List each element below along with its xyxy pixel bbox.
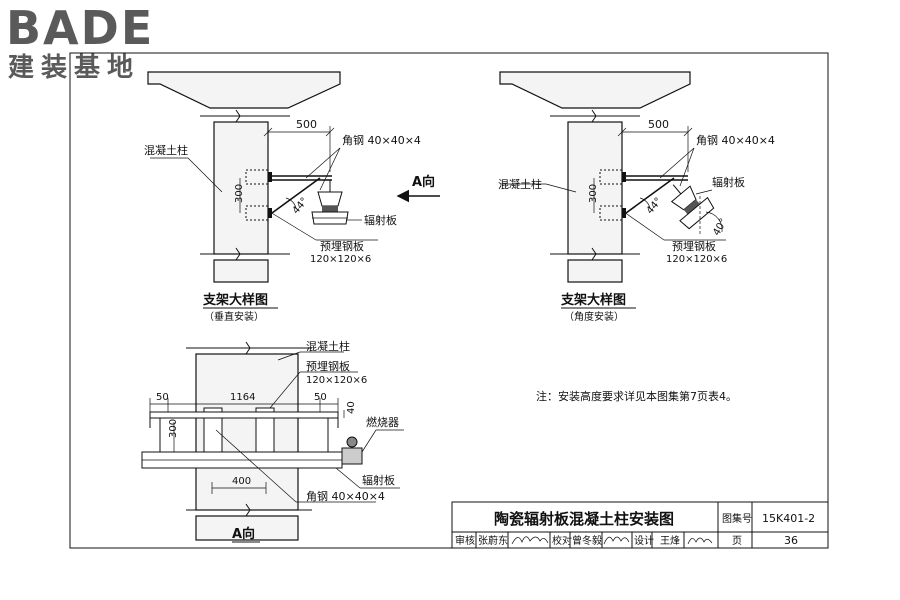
logo-text-en: BADE bbox=[6, 1, 155, 55]
detail-subtitle-1: （垂直安装） bbox=[204, 310, 264, 323]
radiant-heater-angled bbox=[670, 184, 715, 230]
label-radiant-plate-3: 辐射板 bbox=[362, 473, 395, 487]
burner bbox=[341, 429, 404, 465]
angle-44-vertical: 44° bbox=[291, 196, 311, 217]
detail-title-2: 支架大样图 bbox=[560, 292, 626, 308]
atlas-label: 图集号 bbox=[722, 512, 752, 525]
checker-name: 曾冬毅 bbox=[572, 534, 602, 547]
detail-subtitle-2: （角度安装） bbox=[564, 310, 624, 323]
dim-50-right: 50 bbox=[314, 392, 327, 403]
label-concrete-column-3: 混凝土柱 bbox=[306, 339, 350, 353]
embedded-plate-top bbox=[268, 172, 272, 182]
logo-text-cn: 建装基地 bbox=[8, 53, 141, 83]
top-rail bbox=[149, 411, 339, 419]
label-angle-steel-2: 角钢 40×40×4 bbox=[696, 134, 775, 147]
label-concrete-column-2: 混凝土柱 bbox=[498, 177, 542, 191]
detail-title-1: 支架大样图 bbox=[202, 292, 268, 308]
reviewer-name: 张蔚东 bbox=[478, 534, 508, 547]
reviewer-signature bbox=[511, 536, 549, 545]
embedded-plate-bottom bbox=[268, 208, 272, 218]
concrete-column-2 bbox=[567, 121, 623, 255]
label-angle-steel-3: 角钢 40×40×4 bbox=[306, 490, 385, 503]
review-label: 审核 bbox=[455, 534, 475, 547]
label-angle-steel-1: 角钢 40×40×4 bbox=[342, 134, 421, 147]
dim-50-left: 50 bbox=[156, 392, 169, 403]
dim-300-vertical: 300 bbox=[234, 184, 245, 203]
label-embedded-size-1: 120×120×6 bbox=[310, 254, 371, 265]
bade-logo: BADE 建装基地 bbox=[6, 4, 186, 84]
label-concrete-column-1: 混凝土柱 bbox=[144, 143, 188, 157]
dim-400: 400 bbox=[232, 476, 251, 487]
tilt-angle-40: 40° bbox=[711, 217, 729, 238]
diagonal-brace bbox=[271, 177, 321, 214]
sheet-border bbox=[69, 52, 829, 549]
beam-concrete bbox=[147, 71, 341, 109]
dim-500-vertical: 500 bbox=[296, 118, 317, 131]
label-embedded-plate-2: 预埋钢板 bbox=[672, 239, 716, 253]
angle-44-angled: 44° bbox=[645, 196, 665, 217]
designer-signature bbox=[687, 537, 713, 545]
dim-1164: 1164 bbox=[230, 392, 255, 403]
label-embedded-size-2: 120×120×6 bbox=[666, 254, 727, 265]
drawing-title: 陶瓷辐射板混凝土柱安装图 bbox=[494, 510, 674, 528]
atlas-number: 15K401-2 bbox=[762, 512, 815, 525]
beam-concrete-2 bbox=[499, 71, 691, 109]
view-a-arrow-label: A向 bbox=[412, 174, 435, 190]
page-number: 36 bbox=[784, 534, 798, 547]
label-radiant-plate-2: 辐射板 bbox=[712, 175, 745, 189]
radiant-heater bbox=[311, 180, 349, 225]
designer-name: 王烽 bbox=[660, 534, 680, 547]
dim-300-a: 300 bbox=[168, 419, 179, 438]
installation-note: 注：安装高度要求详见本图集第7页表4。 bbox=[536, 389, 737, 403]
label-embedded-plate-3: 预埋钢板 bbox=[306, 359, 350, 373]
detail-view-a: 燃烧器 50 1164 50 40 300 400 混凝土柱 bbox=[141, 339, 404, 543]
page-label: 页 bbox=[732, 535, 742, 547]
dim-500-angled: 500 bbox=[648, 118, 669, 131]
detail-angled: 500 300 44° 40° 混凝土柱 角钢 40×40×4 辐射板 预埋钢板… bbox=[498, 71, 775, 323]
detail-vertical: 500 300 44° 混凝土柱 角钢 40×40×4 辐射板 预埋钢板 120… bbox=[144, 71, 421, 323]
label-radiant-plate-1: 辐射板 bbox=[364, 213, 397, 227]
view-a-title: A向 bbox=[232, 526, 255, 542]
label-burner: 燃烧器 bbox=[366, 415, 399, 429]
dim-40: 40 bbox=[346, 401, 357, 414]
label-embedded-size-3: 120×120×6 bbox=[306, 375, 367, 386]
label-embedded-plate-1: 预埋钢板 bbox=[320, 239, 364, 253]
checker-signature bbox=[603, 536, 630, 545]
title-block: 陶瓷辐射板混凝土柱安装图 图集号 15K401-2 审核 张蔚东 校对 曾冬毅 … bbox=[451, 501, 829, 549]
design-label: 设计 bbox=[634, 534, 654, 547]
view-a-arrow: A向 bbox=[396, 174, 440, 203]
dim-300-angled: 300 bbox=[588, 184, 599, 203]
check-label: 校对 bbox=[552, 534, 572, 547]
